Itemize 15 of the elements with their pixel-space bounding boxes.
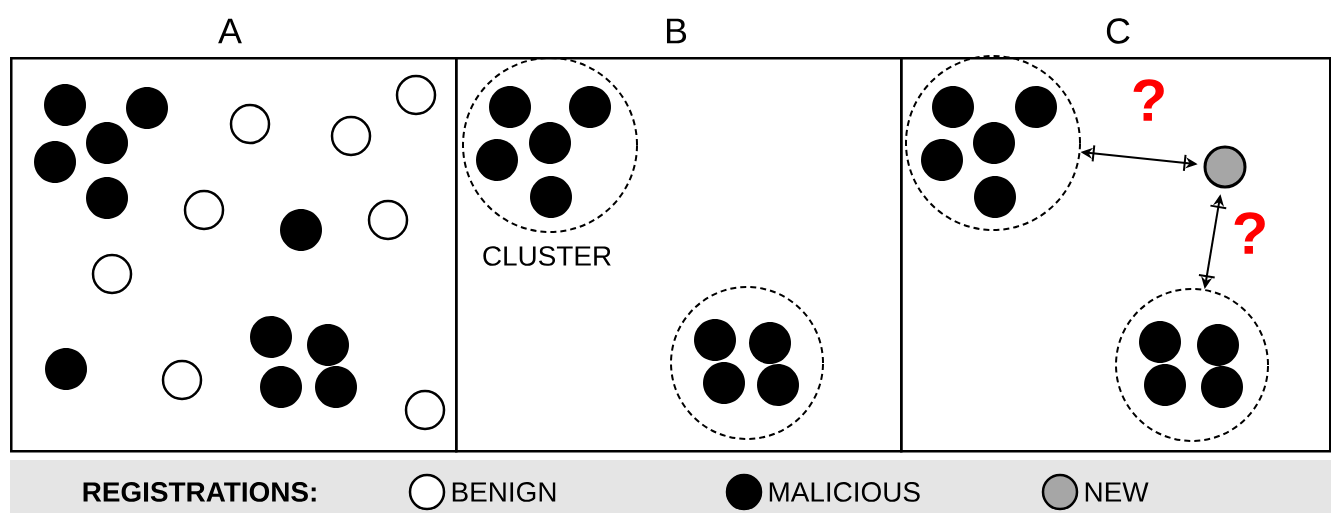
cluster-circle [462, 57, 638, 233]
cluster-circle [1115, 288, 1269, 442]
legend-label: NEW [1085, 482, 1149, 502]
new-dot [1203, 145, 1247, 189]
cluster-circle [905, 55, 1081, 231]
panel-heading: A [218, 18, 242, 44]
question-mark: ? [1133, 79, 1164, 121]
panel-heading: B [667, 18, 687, 44]
legend-title: REGISTRATIONS: [83, 482, 316, 502]
cluster-label: CLUSTER [483, 246, 611, 266]
cluster-circle [670, 286, 824, 440]
panel-heading: C [1106, 18, 1130, 44]
legend-label: BENIGN [452, 482, 556, 502]
question-mark: ? [1234, 212, 1265, 254]
legend-label: MALICIOUS [769, 482, 920, 502]
